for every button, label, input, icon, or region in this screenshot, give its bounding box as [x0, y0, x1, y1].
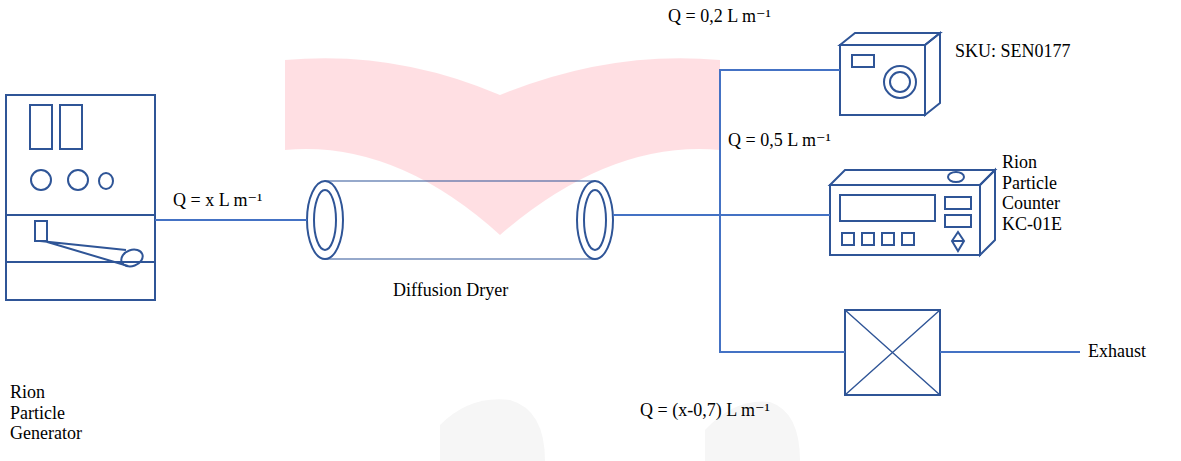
filter-node: Q = (x-0,7) L m⁻¹	[845, 310, 940, 395]
counter-node: Rion Particle Counter KC-01E	[830, 170, 995, 255]
counter-button	[882, 233, 894, 245]
generator-nozzle	[40, 241, 128, 266]
counter-front	[830, 185, 980, 255]
dryer-node: Diffusion Dryer	[307, 181, 613, 259]
particle-generator	[6, 95, 155, 300]
dryer-body	[325, 258, 595, 259]
flow-rate-label: Q = x L m⁻¹	[173, 190, 262, 211]
particle-counter	[830, 170, 995, 255]
counter-key	[945, 197, 971, 209]
dryer-body	[325, 180, 595, 181]
dryer-end	[577, 181, 613, 259]
counter-display	[840, 195, 935, 221]
dust-sensor	[840, 33, 940, 115]
counter-side	[980, 170, 995, 255]
generator-node: Rion Particle Generator	[6, 95, 155, 300]
node-label: SKU: SEN0177	[955, 41, 1071, 62]
generator-housing	[6, 95, 155, 300]
counter-top	[830, 170, 995, 185]
sensor-top	[840, 33, 940, 45]
sensor-window	[852, 55, 874, 67]
flow-line	[613, 70, 840, 215]
dryer-end-inner	[314, 190, 336, 250]
node-label: Rion Particle Generator	[10, 382, 96, 444]
sensor-side	[925, 33, 940, 115]
counter-button	[902, 233, 914, 245]
filter-cross	[845, 310, 940, 395]
node-label: Rion Particle Counter KC-01E	[1002, 152, 1084, 235]
generator-port	[35, 221, 47, 241]
diffusion-dryer	[307, 181, 613, 259]
counter-button	[862, 233, 874, 245]
counter-inlet	[948, 172, 964, 182]
dryer-end-inner	[584, 190, 606, 250]
sensor-front	[840, 45, 925, 115]
sensor-node: SKU: SEN0177	[840, 33, 940, 115]
counter-key	[945, 215, 971, 227]
generator-knob	[31, 170, 51, 190]
flow-rate-label: Q = 0,2 L m⁻¹	[668, 6, 771, 27]
generator-knob	[68, 170, 88, 190]
exhaust-line	[940, 351, 1080, 353]
generator-panel	[30, 105, 52, 149]
flow-rate-label: Q = 0,5 L m⁻¹	[728, 130, 831, 151]
flow-line	[613, 215, 845, 352]
generator-panel	[60, 105, 82, 149]
watermark-book	[285, 58, 720, 235]
node-label: Diffusion Dryer	[393, 280, 508, 301]
filter-housing	[845, 310, 940, 395]
generator-divider	[6, 214, 155, 216]
generator-knob	[99, 173, 113, 189]
watermark-shape	[440, 399, 545, 461]
generator-nozzle-end	[119, 247, 145, 270]
generator-divider	[6, 261, 155, 263]
filter-box	[845, 310, 940, 395]
sensor-lens	[884, 66, 916, 98]
dryer-end	[307, 181, 343, 259]
flow-line	[155, 219, 307, 221]
counter-dial	[952, 232, 964, 251]
node-label: Q = (x-0,7) L m⁻¹	[640, 400, 770, 421]
sensor-lens	[890, 72, 910, 92]
counter-button	[842, 233, 854, 245]
outlet-label: Exhaust	[1088, 341, 1146, 362]
